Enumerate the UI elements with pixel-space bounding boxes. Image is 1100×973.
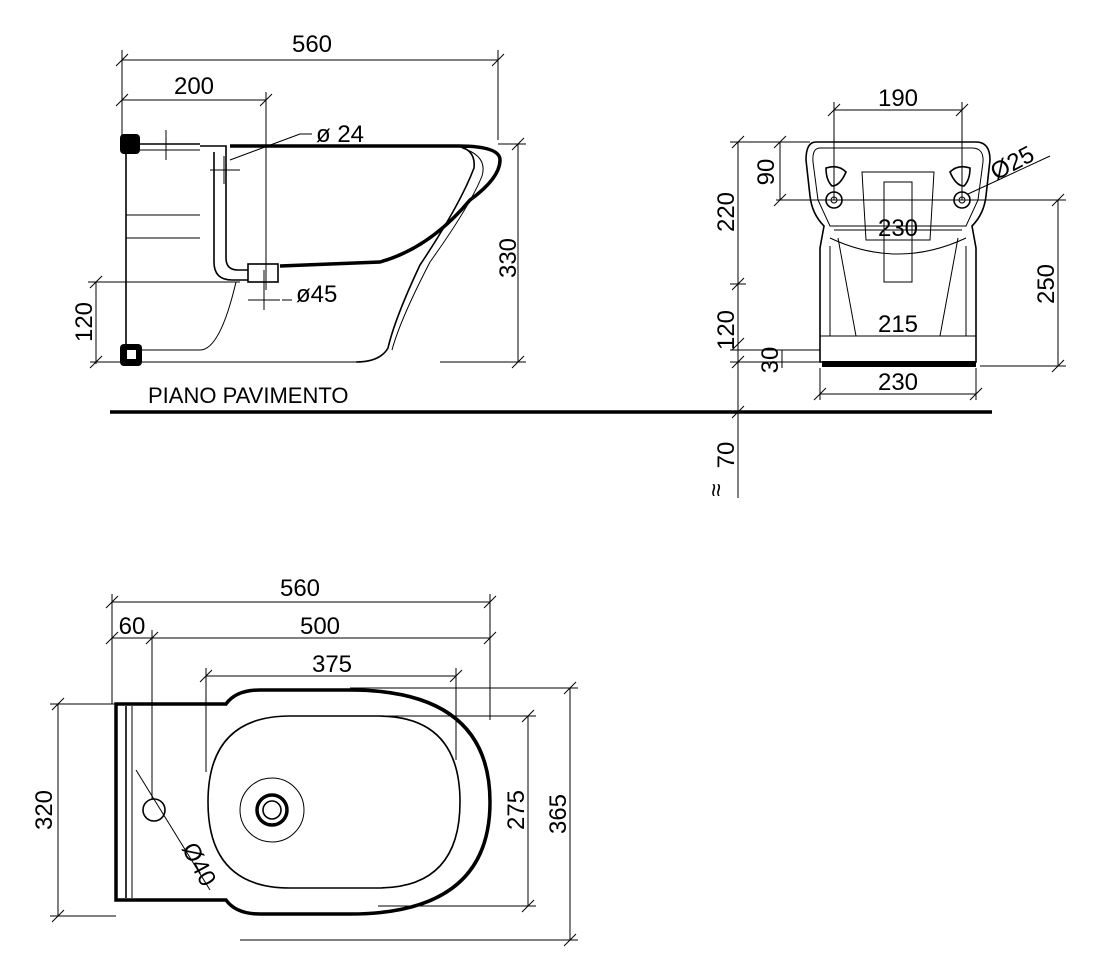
- dim-length-side: 560: [292, 31, 332, 58]
- dim-drain-diameter: ø45: [296, 281, 337, 308]
- dim-60: 60: [119, 613, 146, 640]
- dim-320: 320: [31, 790, 58, 830]
- drain-hole: [255, 793, 289, 827]
- dim-fixing-side: 200: [174, 73, 214, 100]
- dim-length-plan: 560: [280, 575, 320, 602]
- dim-inner-width: 215: [878, 311, 918, 338]
- dim-250: 250: [1033, 264, 1060, 304]
- side-view: 560 200 ø 24 ø45: [71, 31, 526, 369]
- dim-90: 90: [753, 159, 780, 186]
- top-bolt-icon: [120, 134, 140, 154]
- dim-70: 70: [713, 442, 740, 469]
- rear-view: 190 Ø25 230 215 230: [703, 85, 1066, 498]
- dim-pipe-diameter: ø 24: [316, 121, 364, 148]
- floor-label: PIANO PAVIMENTO: [148, 383, 348, 408]
- dim-center-width: 230: [878, 215, 918, 242]
- dim-220: 220: [713, 192, 740, 232]
- dim-375: 375: [312, 651, 352, 678]
- dim-365: 365: [545, 794, 572, 834]
- dim-hole-spacing: 190: [878, 85, 918, 112]
- dim-base-width: 230: [878, 369, 918, 396]
- approx-symbol: ≈: [703, 483, 730, 496]
- dim-hole-rear: Ø25: [986, 141, 1039, 186]
- tap-hole: [142, 798, 166, 822]
- dim-low-side: 120: [71, 302, 98, 342]
- dim-height-side: 330: [495, 238, 522, 278]
- dim-30: 30: [757, 347, 784, 374]
- dim-275: 275: [503, 790, 530, 830]
- dim-120-rear: 120: [713, 310, 740, 350]
- dim-500: 500: [300, 613, 340, 640]
- base-plate: [822, 361, 976, 367]
- plan-view: 560 60 500 375 Ø40 320: [31, 575, 578, 947]
